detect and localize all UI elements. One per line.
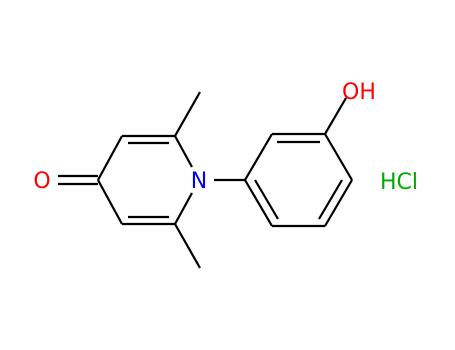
bond-ph-1 <box>244 133 273 181</box>
carbonyl-group <box>58 174 98 186</box>
hcl-label: HCl <box>380 170 418 195</box>
hydroxyl-label: OH <box>342 80 376 105</box>
bond-ph-3 <box>324 133 353 181</box>
bond-c-oh <box>324 97 347 135</box>
bond-methyl-bottom <box>174 223 201 269</box>
nitrogen-label: N <box>191 169 207 194</box>
bond-n-c6 <box>174 192 193 225</box>
phenyl-ring <box>244 132 353 228</box>
bond-ph-inner-right <box>318 179 343 220</box>
pyridinone-ring <box>97 134 193 226</box>
bond-c5-c4 <box>97 179 123 225</box>
bond-c2-n <box>174 135 193 168</box>
bond-methyl-top <box>174 91 201 137</box>
bond-c4-c3 <box>97 135 123 181</box>
carbonyl-oxygen-label: O <box>33 169 50 194</box>
bond-ph-4 <box>324 179 353 227</box>
bond-ph-inner-left <box>254 179 279 220</box>
bond-ph-6 <box>244 179 273 227</box>
